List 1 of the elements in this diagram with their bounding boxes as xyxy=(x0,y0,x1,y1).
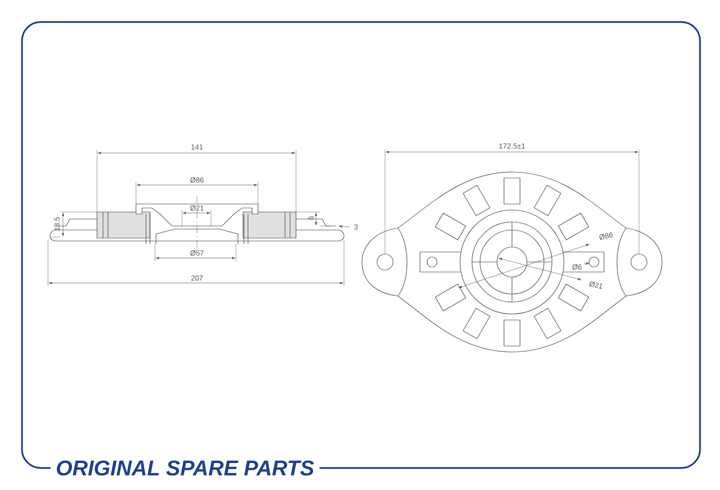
slogan-text: ORIGINAL SPARE PARTS xyxy=(50,456,320,480)
